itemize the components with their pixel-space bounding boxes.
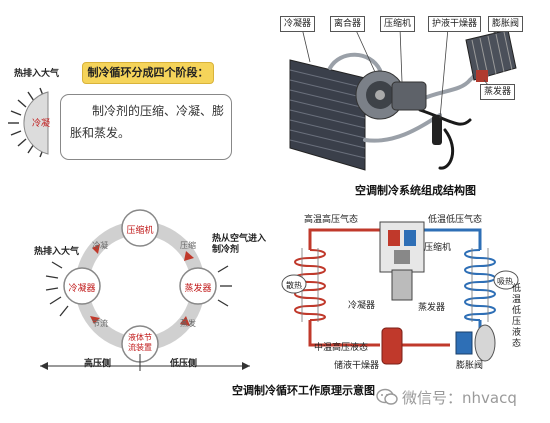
label-schematic-evaporator: 蒸发器: [418, 303, 446, 313]
label-low-temp-gas: 低温低压气态: [428, 215, 483, 225]
evaporator-core: [465, 29, 517, 82]
label-schematic-expansion-valve: 膨胀阀: [456, 361, 484, 371]
refrigerant-flow-schematic: [281, 221, 519, 365]
label-high-temp-gas: 高温高压气态: [304, 215, 359, 225]
compressor-unit: [355, 70, 427, 120]
condenser-sun-icon: [8, 87, 49, 158]
label-condenser: 冷凝器: [280, 16, 316, 32]
node-compressor: 压缩机: [126, 226, 154, 236]
arc-throttle: 节流: [92, 319, 108, 328]
label-heat-release: 散热: [286, 281, 302, 290]
structure-caption: 空调制冷系统组成结构图: [355, 184, 476, 197]
label-schematic-dryer: 储液干燥器: [334, 361, 380, 371]
condenser-tag: 冷凝: [31, 119, 50, 129]
stages-text: 制冷剂的压缩、冷凝、膨胀和蒸发。: [70, 104, 225, 140]
schematic-dryer: [381, 327, 403, 365]
dryer-canister: [432, 115, 442, 145]
label-schematic-compressor: 压缩机: [424, 243, 452, 253]
label-mid-temp-liquid: 中温高压液态: [314, 343, 369, 353]
stages-box: [60, 94, 232, 160]
label-heat-absorb: 吸热: [497, 277, 513, 286]
refrigeration-cycle-diagram: [40, 209, 250, 371]
label-evaporator: 蒸发器: [480, 84, 516, 100]
label-low-temp-liquid: 低温低压液态: [512, 284, 522, 349]
node-throttle: 液体节流装置: [128, 333, 152, 352]
label-compressor: 压缩机: [380, 16, 416, 32]
stages-title: 制冷循环分成四个阶段：: [82, 62, 214, 84]
heat-in-label: 热从空气进入制冷剂: [212, 234, 267, 255]
condenser-radiator: [289, 59, 366, 171]
low-side-label: 低压侧: [170, 359, 198, 369]
arc-evaporate: 蒸发: [180, 319, 196, 328]
node-condenser: 冷凝器: [68, 284, 96, 294]
heat-out-label: 热排入大气: [34, 247, 80, 257]
node-evaporator: 蒸发器: [184, 284, 212, 294]
label-schematic-condenser: 冷凝器: [348, 301, 376, 311]
bottom-caption: 空调制冷循环工作原理示意图: [232, 384, 375, 397]
arc-condense: 冷凝: [92, 241, 108, 250]
wechat-watermark: 微信号：nhvacq: [402, 389, 517, 407]
schematic-expansion-valve: [455, 331, 473, 355]
label-clutch: 离合器: [330, 16, 366, 32]
label-dryer: 护液干燥器: [428, 16, 482, 32]
heat-to-air-label-top: 热排入大气: [14, 69, 60, 79]
arc-compress: 压缩: [180, 241, 196, 250]
wechat-icon: [376, 388, 398, 406]
high-side-label: 高压侧: [84, 359, 112, 369]
label-expansion-valve: 膨胀阀: [488, 16, 524, 32]
schematic-compressor: [379, 221, 425, 301]
ac-structure-illustration: [289, 27, 517, 171]
